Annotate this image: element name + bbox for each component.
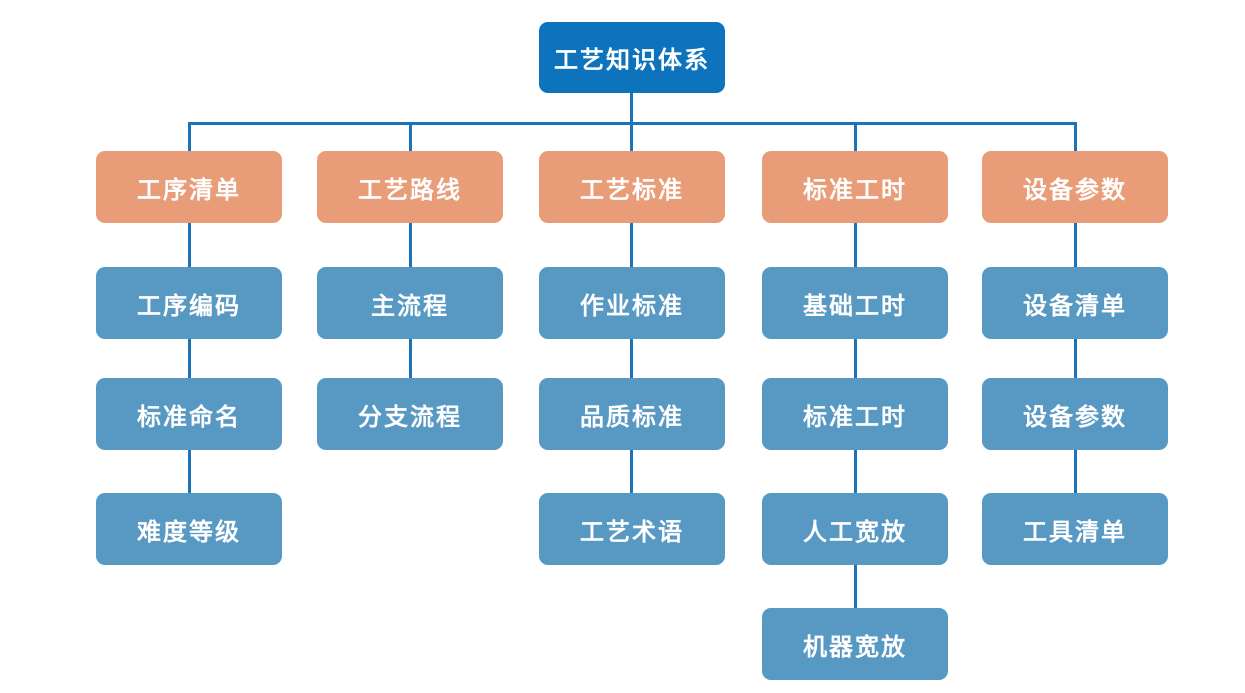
child-node-machine-allowance: 机器宽放 (762, 608, 948, 680)
branch-node-process-list: 工序清单 (96, 151, 282, 223)
child-node-manual-allowance: 人工宽放 (762, 493, 948, 565)
child-node-quality-standard: 品质标准 (539, 378, 725, 450)
branch-node-process-standard: 工艺标准 (539, 151, 725, 223)
child-node-main-flow: 主流程 (317, 267, 503, 339)
child-node-difficulty-level: 难度等级 (96, 493, 282, 565)
branch-node-equipment-params: 设备参数 (982, 151, 1168, 223)
child-node-equipment-list: 设备清单 (982, 267, 1168, 339)
child-node-equipment-parameters: 设备参数 (982, 378, 1168, 450)
branch-node-standard-hours: 标准工时 (762, 151, 948, 223)
child-node-standard-hours: 标准工时 (762, 378, 948, 450)
root-node-process-knowledge-system: 工艺知识体系 (539, 22, 725, 93)
child-node-tool-list: 工具清单 (982, 493, 1168, 565)
connector-root-stub (630, 93, 633, 125)
child-node-basic-hours: 基础工时 (762, 267, 948, 339)
branch-node-process-route: 工艺路线 (317, 151, 503, 223)
child-node-operation-standard: 作业标准 (539, 267, 725, 339)
child-node-process-code: 工序编码 (96, 267, 282, 339)
child-node-process-terminology: 工艺术语 (539, 493, 725, 565)
child-node-branch-flow: 分支流程 (317, 378, 503, 450)
child-node-standard-naming: 标准命名 (96, 378, 282, 450)
